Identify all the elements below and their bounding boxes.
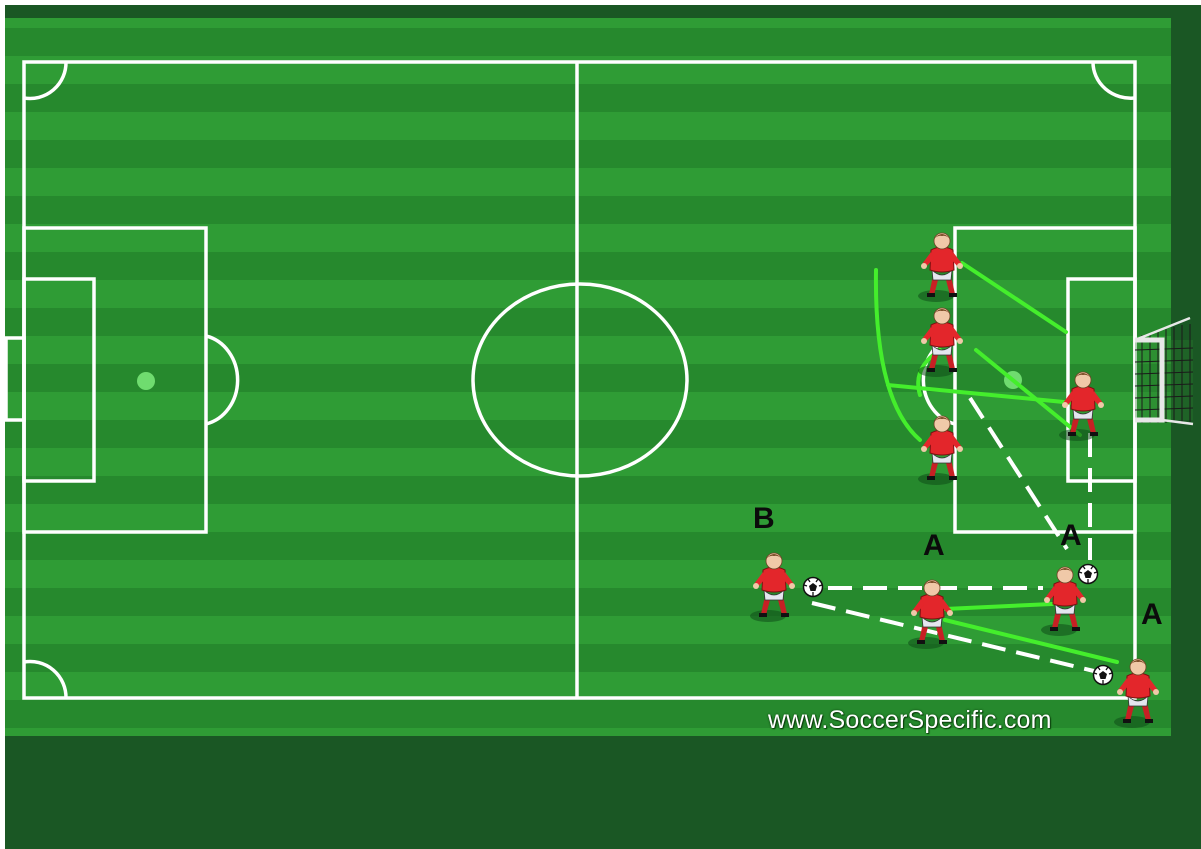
ball-b xyxy=(804,578,823,597)
left-penalty-spot xyxy=(137,372,155,390)
label-a-middle: A xyxy=(923,529,945,562)
label-a-corner: A xyxy=(1141,598,1163,631)
watermark-text: www.SoccerSpecific.com xyxy=(768,706,1052,735)
ball-a-corner xyxy=(1094,666,1113,685)
label-a-right: A xyxy=(1060,519,1082,552)
label-b: B xyxy=(753,502,775,535)
striped-pitch xyxy=(5,18,1171,736)
ball-a-right xyxy=(1079,565,1098,584)
